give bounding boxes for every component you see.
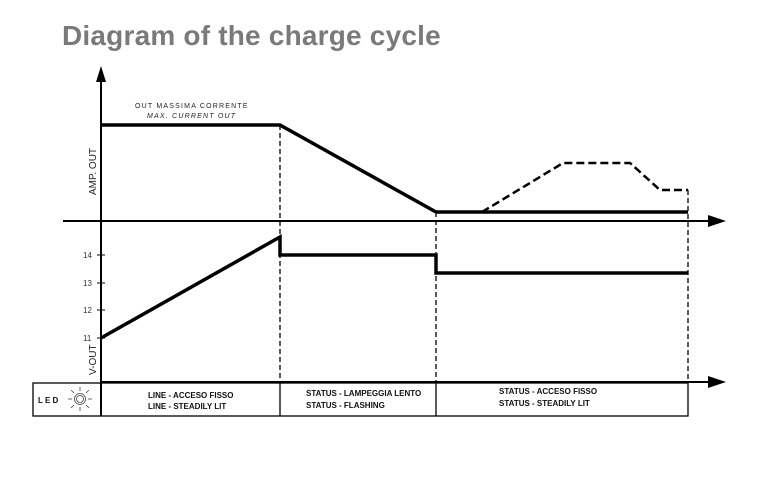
page-title: Diagram of the charge cycle — [62, 20, 441, 51]
phase-2-en: STATUS - FLASHING — [306, 401, 385, 410]
tick-12: 12 — [83, 306, 92, 315]
volt-axis-label: V-OUT — [88, 344, 99, 375]
phase-1-en: LINE - STEADILY LIT — [148, 402, 226, 411]
tick-14: 14 — [83, 251, 92, 260]
y-axis-arrow — [96, 66, 106, 82]
current-curve-optional — [481, 161, 688, 214]
phase-3-en: STATUS - STEADILY LIT — [499, 399, 590, 408]
phase-1-it: LINE - ACCESO FISSO — [148, 391, 234, 400]
tick-11: 11 — [83, 334, 92, 343]
max-current-label-it: OUT MASSIMA CORRENTE — [135, 103, 249, 110]
voltage-curve — [100, 234, 688, 340]
phase-3-it: STATUS - ACCESO FISSO — [499, 387, 597, 396]
amp-x-axis-arrow — [708, 215, 726, 227]
amp-axis-label: AMP. OUT — [88, 148, 99, 195]
sun-icon — [68, 387, 92, 411]
tick-13: 13 — [83, 279, 92, 288]
phase-2-it: STATUS - LAMPEGGIA LENTO — [306, 389, 421, 398]
volt-x-axis-arrow — [708, 376, 726, 388]
max-current-label-en: MAX. CURRENT OUT — [147, 113, 236, 120]
led-table — [32, 382, 689, 417]
led-label: L E D — [38, 396, 59, 405]
current-curve — [101, 123, 688, 214]
